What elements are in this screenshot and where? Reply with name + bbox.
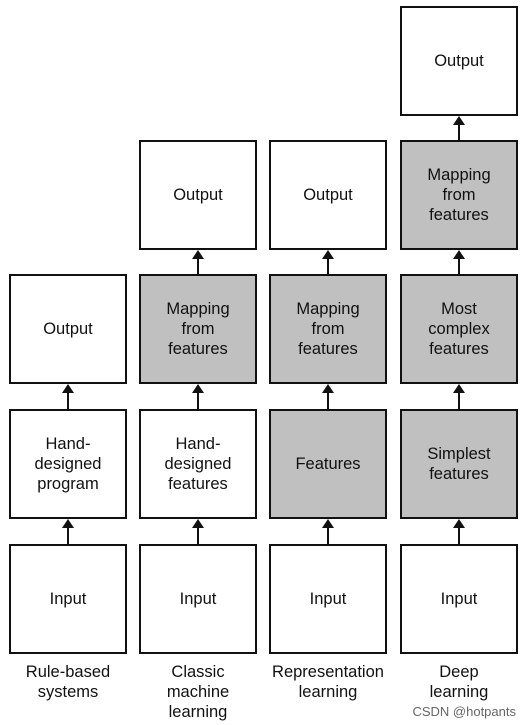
diagram-box: Hand- designed program <box>9 409 127 519</box>
diagram-box: Features <box>269 409 387 519</box>
box-label: Most complex features <box>428 300 490 358</box>
arrow-up-icon <box>62 519 74 544</box>
arrow-up-icon <box>322 250 334 274</box>
column-label: Representation learning <box>272 663 384 701</box>
box-label: Hand- designed program <box>34 435 102 493</box>
box-label: Features <box>295 455 361 473</box>
box-label: Input <box>309 590 347 608</box>
box-label: Hand- designed features <box>164 435 232 493</box>
arrow-up-icon <box>192 519 204 544</box>
box-label: Output <box>303 186 353 204</box>
arrow-up-icon <box>192 384 204 409</box>
arrow-up-icon <box>453 519 465 544</box>
box-label: Mapping from features <box>166 300 230 358</box>
column-label: Classic machine learning <box>166 663 230 721</box>
box-label: Simplest features <box>427 445 491 483</box>
box-label: Mapping from features <box>296 300 360 358</box>
box-label: Input <box>440 590 478 608</box>
arrow-up-icon <box>322 384 334 409</box>
diagram-box: Hand- designed features <box>139 409 257 519</box>
diagram-box: Mapping from features <box>400 140 518 250</box>
arrow-up-icon <box>453 384 465 409</box>
watermark: CSDN @hotpants <box>412 704 516 719</box>
diagram-box: Simplest features <box>400 409 518 519</box>
diagram-box: Output <box>400 6 518 116</box>
arrow-up-icon <box>192 250 204 274</box>
box-label: Mapping from features <box>427 166 491 224</box>
diagram-box: Input <box>400 544 518 654</box>
arrow-up-icon <box>62 384 74 409</box>
diagram-box: Output <box>269 140 387 250</box>
box-label: Input <box>49 590 87 608</box>
diagram-box: Input <box>139 544 257 654</box>
arrow-up-icon <box>322 519 334 544</box>
diagram-box: Input <box>269 544 387 654</box>
diagram-box: Input <box>9 544 127 654</box>
arrow-up-icon <box>453 250 465 274</box>
arrow-up-icon <box>453 116 465 140</box>
diagram-box: Output <box>9 274 127 384</box>
box-label: Output <box>43 320 93 338</box>
column-label: Rule-based systems <box>25 663 111 701</box>
box-label: Output <box>434 52 484 70</box>
box-label: Output <box>173 186 223 204</box>
diagram-box: Output <box>139 140 257 250</box>
diagram-box: Mapping from features <box>139 274 257 384</box>
box-label: Input <box>179 590 217 608</box>
diagram-box: Most complex features <box>400 274 518 384</box>
diagram-box: Mapping from features <box>269 274 387 384</box>
column-label: Deep learning <box>429 663 489 701</box>
